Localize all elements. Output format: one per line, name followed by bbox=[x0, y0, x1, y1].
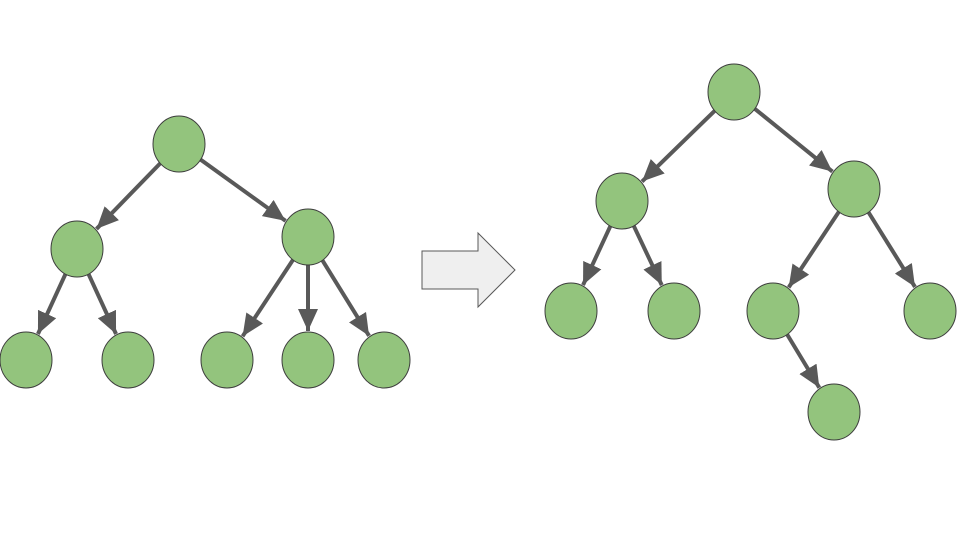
tree-edge-arrow bbox=[785, 333, 822, 389]
tree-node bbox=[746, 282, 800, 340]
tree-node bbox=[281, 331, 335, 389]
tree-edge-arrow bbox=[240, 258, 295, 338]
tree-edge-arrow bbox=[36, 273, 68, 335]
tree-node bbox=[50, 220, 104, 278]
tree-edge-arrow bbox=[787, 210, 841, 289]
tree-node bbox=[357, 331, 411, 389]
right-tree bbox=[544, 63, 957, 441]
tree-node bbox=[281, 208, 335, 266]
tree-node bbox=[827, 160, 881, 218]
left-tree bbox=[0, 115, 411, 389]
tree-edge-arrow bbox=[320, 259, 371, 337]
tree-node bbox=[544, 282, 598, 340]
tree-node bbox=[152, 115, 206, 173]
tree-node bbox=[647, 282, 701, 340]
tree-node bbox=[0, 331, 53, 389]
tree-node bbox=[101, 331, 155, 389]
tree-edge-arrow bbox=[95, 161, 162, 231]
tree-edge-arrow bbox=[753, 107, 834, 174]
right-arrow-icon bbox=[421, 231, 516, 309]
tree-node bbox=[595, 172, 649, 230]
tree-node bbox=[903, 282, 957, 340]
tree-edge-arrow bbox=[866, 211, 917, 288]
tree-node bbox=[200, 331, 254, 389]
tree-node bbox=[807, 383, 861, 441]
tree-edge-arrow bbox=[581, 225, 613, 286]
tree-edge-arrow bbox=[640, 109, 717, 183]
tree-edge-arrow bbox=[631, 225, 664, 286]
tree-edge-arrow bbox=[86, 273, 118, 335]
tree-edge-arrow bbox=[199, 157, 287, 223]
tree-node bbox=[707, 63, 761, 121]
